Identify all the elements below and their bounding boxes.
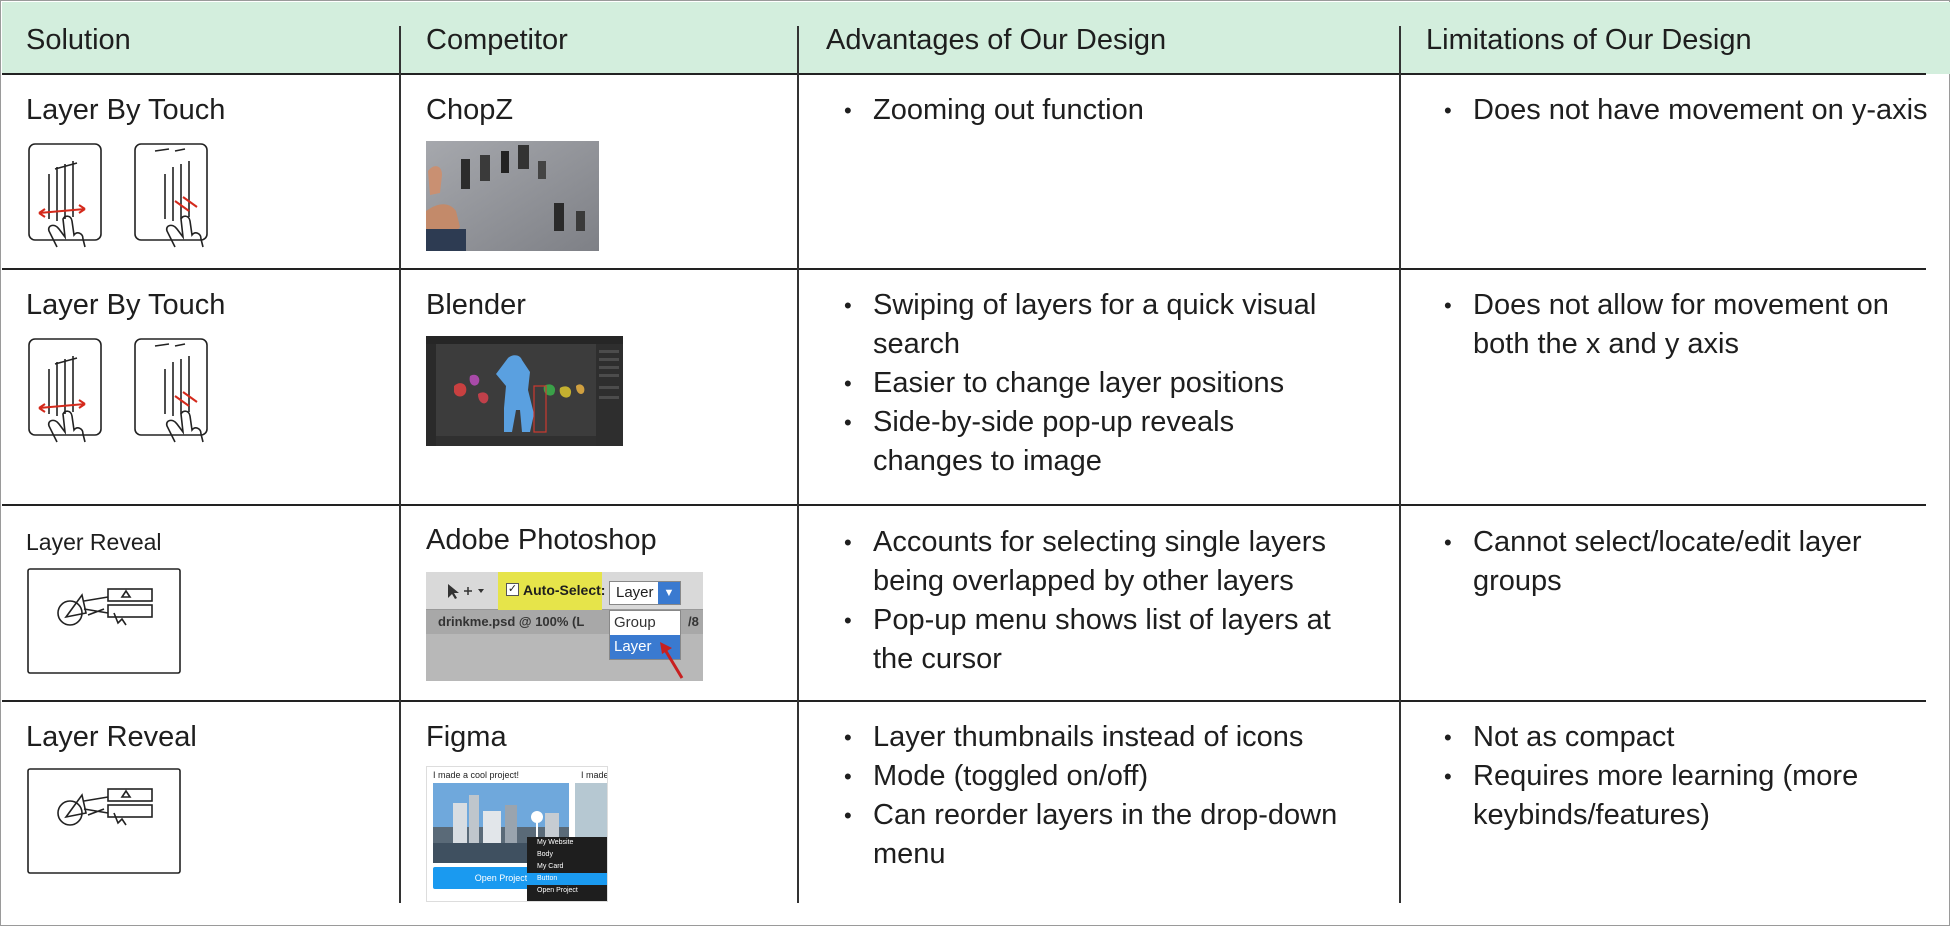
menu-item-body[interactable]: Body [537, 851, 553, 858]
tablet-swipe-sketch-icon [28, 143, 208, 248]
list-item: Side-by-side pop-up reveals changes to i… [844, 403, 1344, 481]
row-divider [2, 504, 1926, 506]
advantages-list: Accounts for selecting single layers bei… [844, 523, 1344, 679]
figma-card-caption-cut: I made [581, 770, 608, 780]
figma-layer-menu: My Website Body My Card Button Open Proj… [527, 837, 607, 901]
list-item: Requires more learning (more keybinds/fe… [1444, 757, 1914, 835]
list-item: Swiping of layers for a quick visual sea… [844, 286, 1344, 364]
auto-select-checkbox[interactable]: ✓ [506, 583, 519, 596]
photoshop-screenshot: ✓ Auto-Select: Layer ▼ drinkme.psd @ 100… [426, 572, 703, 681]
header-row [2, 2, 1950, 74]
move-tool-icon [448, 584, 484, 599]
limitations-list: Not as compact Requires more learning (m… [1444, 718, 1914, 835]
competitor-name: Figma [426, 721, 507, 753]
menu-item-button[interactable]: Button [527, 873, 607, 885]
chopz-photo [426, 141, 599, 251]
menu-item-my-website[interactable]: My Website [537, 839, 574, 846]
header-solution: Solution [26, 24, 131, 56]
auto-select-label: Auto-Select: [523, 582, 606, 598]
advantages-list: Swiping of layers for a quick visual sea… [844, 286, 1344, 481]
header-competitor: Competitor [426, 24, 568, 56]
menu-item-my-card[interactable]: My Card [537, 863, 564, 870]
list-item: Can reorder layers in the drop-down menu [844, 796, 1344, 874]
solution-name: Layer By Touch [26, 289, 226, 321]
auto-select-dropdown[interactable]: Layer ▼ [609, 581, 681, 605]
blender-screenshot [426, 336, 623, 446]
figma-card-caption: I made a cool project! [433, 770, 520, 780]
document-tab[interactable]: drinkme.psd @ 100% (L [438, 614, 585, 629]
list-item: Accounts for selecting single layers bei… [844, 523, 1344, 601]
row-divider [2, 73, 1926, 75]
advantages-list: Layer thumbnails instead of icons Mode (… [844, 718, 1344, 874]
list-item: Not as compact [1444, 718, 1914, 757]
advantages-list: Zooming out function [844, 91, 1384, 130]
layer-reveal-sketch-icon [27, 768, 181, 874]
list-item: Pop-up menu shows list of layers at the … [844, 601, 1344, 679]
competitor-name: Adobe Photoshop [426, 524, 657, 556]
header-limitations: Limitations of Our Design [1426, 24, 1752, 56]
list-item: Does not allow for movement on both the … [1444, 286, 1914, 364]
header-advantages: Advantages of Our Design [826, 24, 1167, 56]
list-item: Cannot select/locate/edit layer groups [1444, 523, 1914, 601]
dropdown-value: Layer [616, 584, 654, 601]
limitations-list: Does not allow for movement on both the … [1444, 286, 1914, 364]
column-divider [797, 26, 799, 903]
row-divider [2, 268, 1926, 270]
menu-item-open-project[interactable]: Open Project [537, 887, 578, 894]
list-item: Zooming out function [844, 91, 1384, 130]
row-divider [2, 700, 1926, 702]
list-item: Mode (toggled on/off) [844, 757, 1344, 796]
document-tab-zoom: /8 [688, 614, 699, 629]
column-divider [1399, 26, 1401, 903]
tablet-tap-sketch-icon [28, 338, 208, 443]
column-divider [399, 26, 401, 903]
chevron-down-icon[interactable]: ▼ [658, 582, 680, 604]
list-item: Does not have movement on y-axis [1444, 91, 1934, 130]
list-item: Easier to change layer positions [844, 364, 1344, 403]
limitations-list: Cannot select/locate/edit layer groups [1444, 523, 1914, 601]
layer-reveal-sketch-icon [27, 568, 181, 674]
menu-item-group[interactable]: Group [614, 614, 656, 631]
solution-name: Layer Reveal [26, 529, 162, 555]
competitor-name: ChopZ [426, 94, 514, 126]
figma-screenshot: I made a cool project! I made Open Proje… [426, 766, 608, 902]
limitations-list: Does not have movement on y-axis [1444, 91, 1934, 130]
red-arrow-icon [660, 642, 684, 679]
solution-name: Layer Reveal [26, 721, 197, 753]
list-item: Layer thumbnails instead of icons [844, 718, 1344, 757]
solution-name: Layer By Touch [26, 94, 226, 126]
competitor-name: Blender [426, 289, 526, 321]
